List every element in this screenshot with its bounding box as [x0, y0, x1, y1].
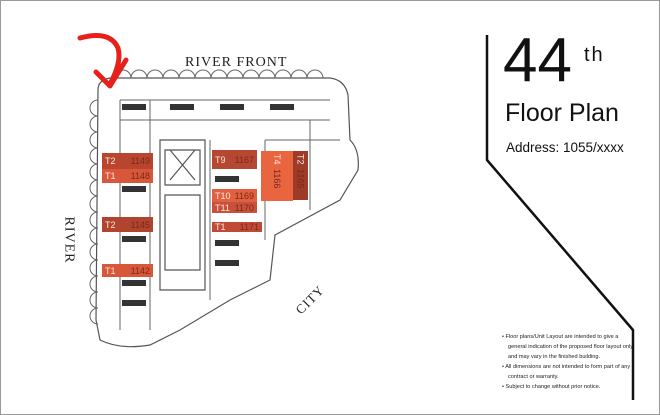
- unit-number: 1148: [130, 171, 150, 181]
- unit-type: T2: [105, 219, 116, 230]
- unit-1149[interactable]: T2 1149: [102, 153, 153, 169]
- address: Address: 1055/xxxx: [506, 140, 624, 155]
- core-outline: [159, 139, 206, 291]
- unit-1145[interactable]: T2 1145: [102, 217, 153, 232]
- unit-1167[interactable]: T9 1167: [212, 150, 257, 169]
- floor-number: 44: [503, 26, 572, 95]
- floor-suffix: th: [584, 44, 605, 66]
- unit-number: 1170: [234, 202, 254, 213]
- unit-number: 1166: [272, 168, 282, 188]
- unit-number: 1149: [130, 156, 150, 166]
- unit-type: T1: [215, 222, 226, 232]
- unit-type: T4: [272, 154, 282, 165]
- unit-number: 1142: [130, 265, 150, 276]
- unit-1165[interactable]: T2 1165: [293, 151, 308, 200]
- red-arrow-icon: [77, 33, 129, 89]
- floor-plan-title: Floor Plan: [505, 99, 619, 127]
- building-outline: [95, 77, 359, 348]
- unit-type: T1: [105, 171, 116, 181]
- unit-1166[interactable]: T4 1166: [261, 151, 293, 201]
- unit-1171[interactable]: T1 1171: [212, 222, 262, 232]
- disclaimer-notes: • Floor plans/Unit Layout are intended t…: [502, 332, 637, 392]
- unit-type: T11: [215, 202, 230, 213]
- note: • All dimensions are not intended to for…: [502, 364, 631, 380]
- unit-1142[interactable]: T1 1142: [102, 264, 153, 277]
- note: • Subject to change without prior notice…: [502, 384, 601, 390]
- unit-1170[interactable]: T11 1170: [212, 202, 257, 213]
- unit-number: 1145: [130, 219, 150, 230]
- unit-number: 1169: [234, 190, 254, 201]
- unit-number: 1167: [234, 154, 254, 165]
- unit-type: T9: [215, 154, 226, 165]
- divider-line: [485, 35, 635, 400]
- unit-number: 1165: [295, 168, 306, 188]
- label-river: RIVER: [61, 216, 77, 264]
- note: • Floor plans/Unit Layout are intended t…: [502, 334, 634, 360]
- unit-type: T10: [215, 190, 231, 201]
- unit-1148[interactable]: T1 1148: [102, 169, 153, 183]
- unit-type: T1: [105, 265, 116, 276]
- label-river-front: RIVER FRONT: [185, 55, 288, 70]
- unit-type: T2: [295, 154, 306, 165]
- unit-type: T2: [105, 156, 116, 166]
- unit-number: 1171: [239, 222, 259, 232]
- balcony-arcs: [89, 99, 99, 325]
